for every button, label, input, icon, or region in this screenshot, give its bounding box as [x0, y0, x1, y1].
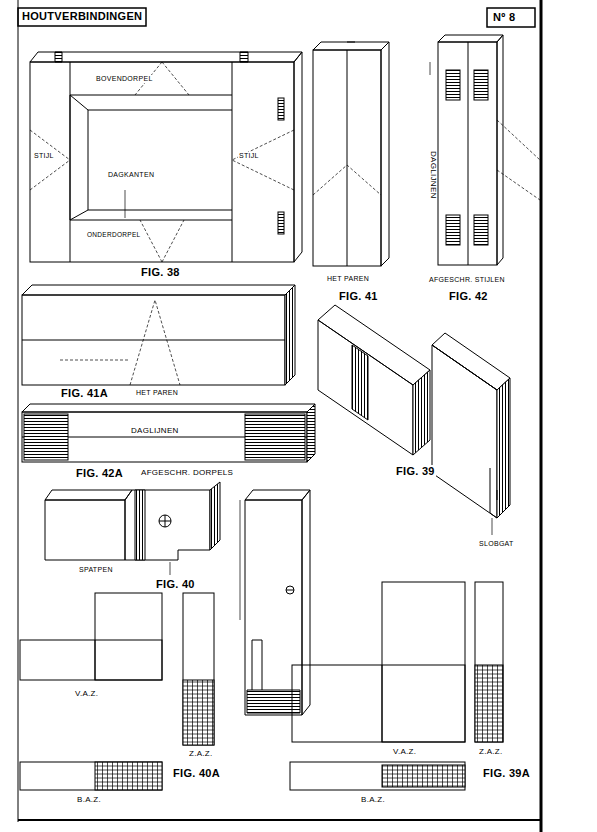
part-name: DAGKANTEN [107, 171, 155, 179]
view-label: B.A.Z. [360, 796, 386, 805]
view-label: Z.A.Z. [478, 748, 504, 757]
figure-number: FIG. 38 [140, 266, 181, 278]
figure-number: FIG. 40 [155, 578, 196, 590]
view-label: B.A.Z. [76, 796, 102, 805]
view-label: V.A.Z. [392, 748, 417, 757]
part-name: ONDERDORPEL [86, 231, 142, 238]
sheet-number: Nº 8 [492, 11, 516, 23]
caption-text: AFGESCHR. DORPELS [140, 469, 234, 478]
caption-text: HET PAREN [135, 389, 179, 397]
figure-number: FIG. 39 [395, 465, 436, 477]
figure-number: FIG. 42 [448, 290, 489, 302]
figure-number: FIG. 41A [60, 387, 109, 399]
view-label: Z.A.Z. [188, 750, 214, 759]
view-label: V.A.Z. [74, 690, 99, 699]
part-name: STIJL [238, 152, 260, 160]
caption-text: HET PAREN [326, 275, 370, 283]
part-name: DAGLIJNEN [130, 427, 180, 436]
sheet-title: HOUTVERBINDINGEN [21, 10, 143, 22]
part-name: SLOBGAT [478, 540, 515, 548]
part-name: BOVENDORPEL [95, 75, 154, 83]
figure-number: FIG. 41 [338, 290, 379, 302]
part-name: SPATPEN [78, 566, 114, 574]
figure-number: FIG. 39A [482, 767, 531, 779]
caption-text: AFGESCHR. STIJLEN [428, 276, 506, 284]
figure-number: FIG. 42A [75, 467, 124, 479]
part-name: STIJL [33, 152, 55, 160]
figure-number: FIG. 40A [172, 767, 221, 779]
part-name: DAGLIJNEN [428, 150, 437, 200]
